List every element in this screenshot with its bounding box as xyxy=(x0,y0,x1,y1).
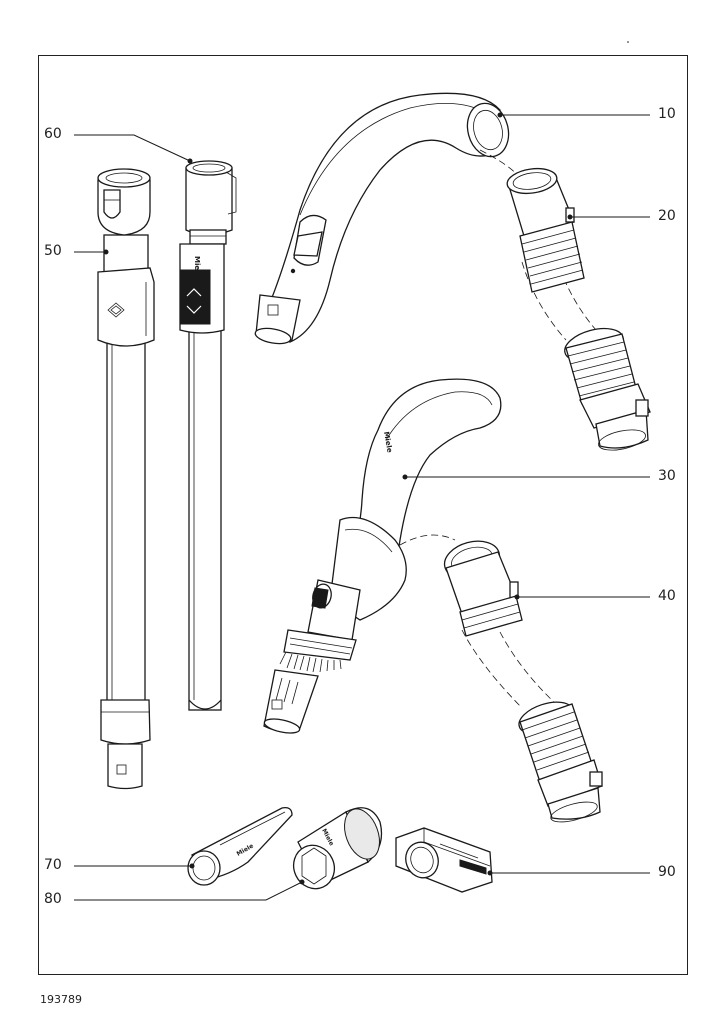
stray-mark xyxy=(627,41,629,43)
part-30-ergonomic-handle: Miele xyxy=(263,378,502,734)
callout-40: 40 xyxy=(658,588,676,604)
hose-corrugation-middle xyxy=(518,701,593,783)
callout-50: 50 xyxy=(44,243,62,259)
handle-bristles xyxy=(279,651,342,673)
part-60-telescopic-tube: Miele xyxy=(179,160,237,711)
document-number: 193789 xyxy=(40,993,82,1006)
callout-80: 80 xyxy=(44,891,62,907)
callout-70: 70 xyxy=(44,857,62,873)
part-40-hose xyxy=(399,534,603,823)
callout-60: 60 xyxy=(44,126,62,142)
callout-30: 30 xyxy=(658,468,676,484)
callout-90: 90 xyxy=(658,864,676,880)
callout-10: 10 xyxy=(658,106,676,122)
drawing-frame xyxy=(38,55,688,975)
leader-lines xyxy=(74,112,650,901)
part-80-dusting-brush: Miele xyxy=(292,807,383,890)
part-10-curved-handle xyxy=(254,92,510,345)
part-90-upholstery-nozzle xyxy=(395,827,493,893)
brand-marking-tube: Miele xyxy=(193,256,201,278)
part-20-hose xyxy=(479,149,651,451)
part-50-telescopic-tube xyxy=(97,168,155,790)
part-70-crevice-nozzle: Miele xyxy=(187,807,293,886)
callout-20: 20 xyxy=(658,208,676,224)
hose-corrugation-upper xyxy=(519,221,585,293)
brand-marking-handle: Miele xyxy=(382,431,394,454)
